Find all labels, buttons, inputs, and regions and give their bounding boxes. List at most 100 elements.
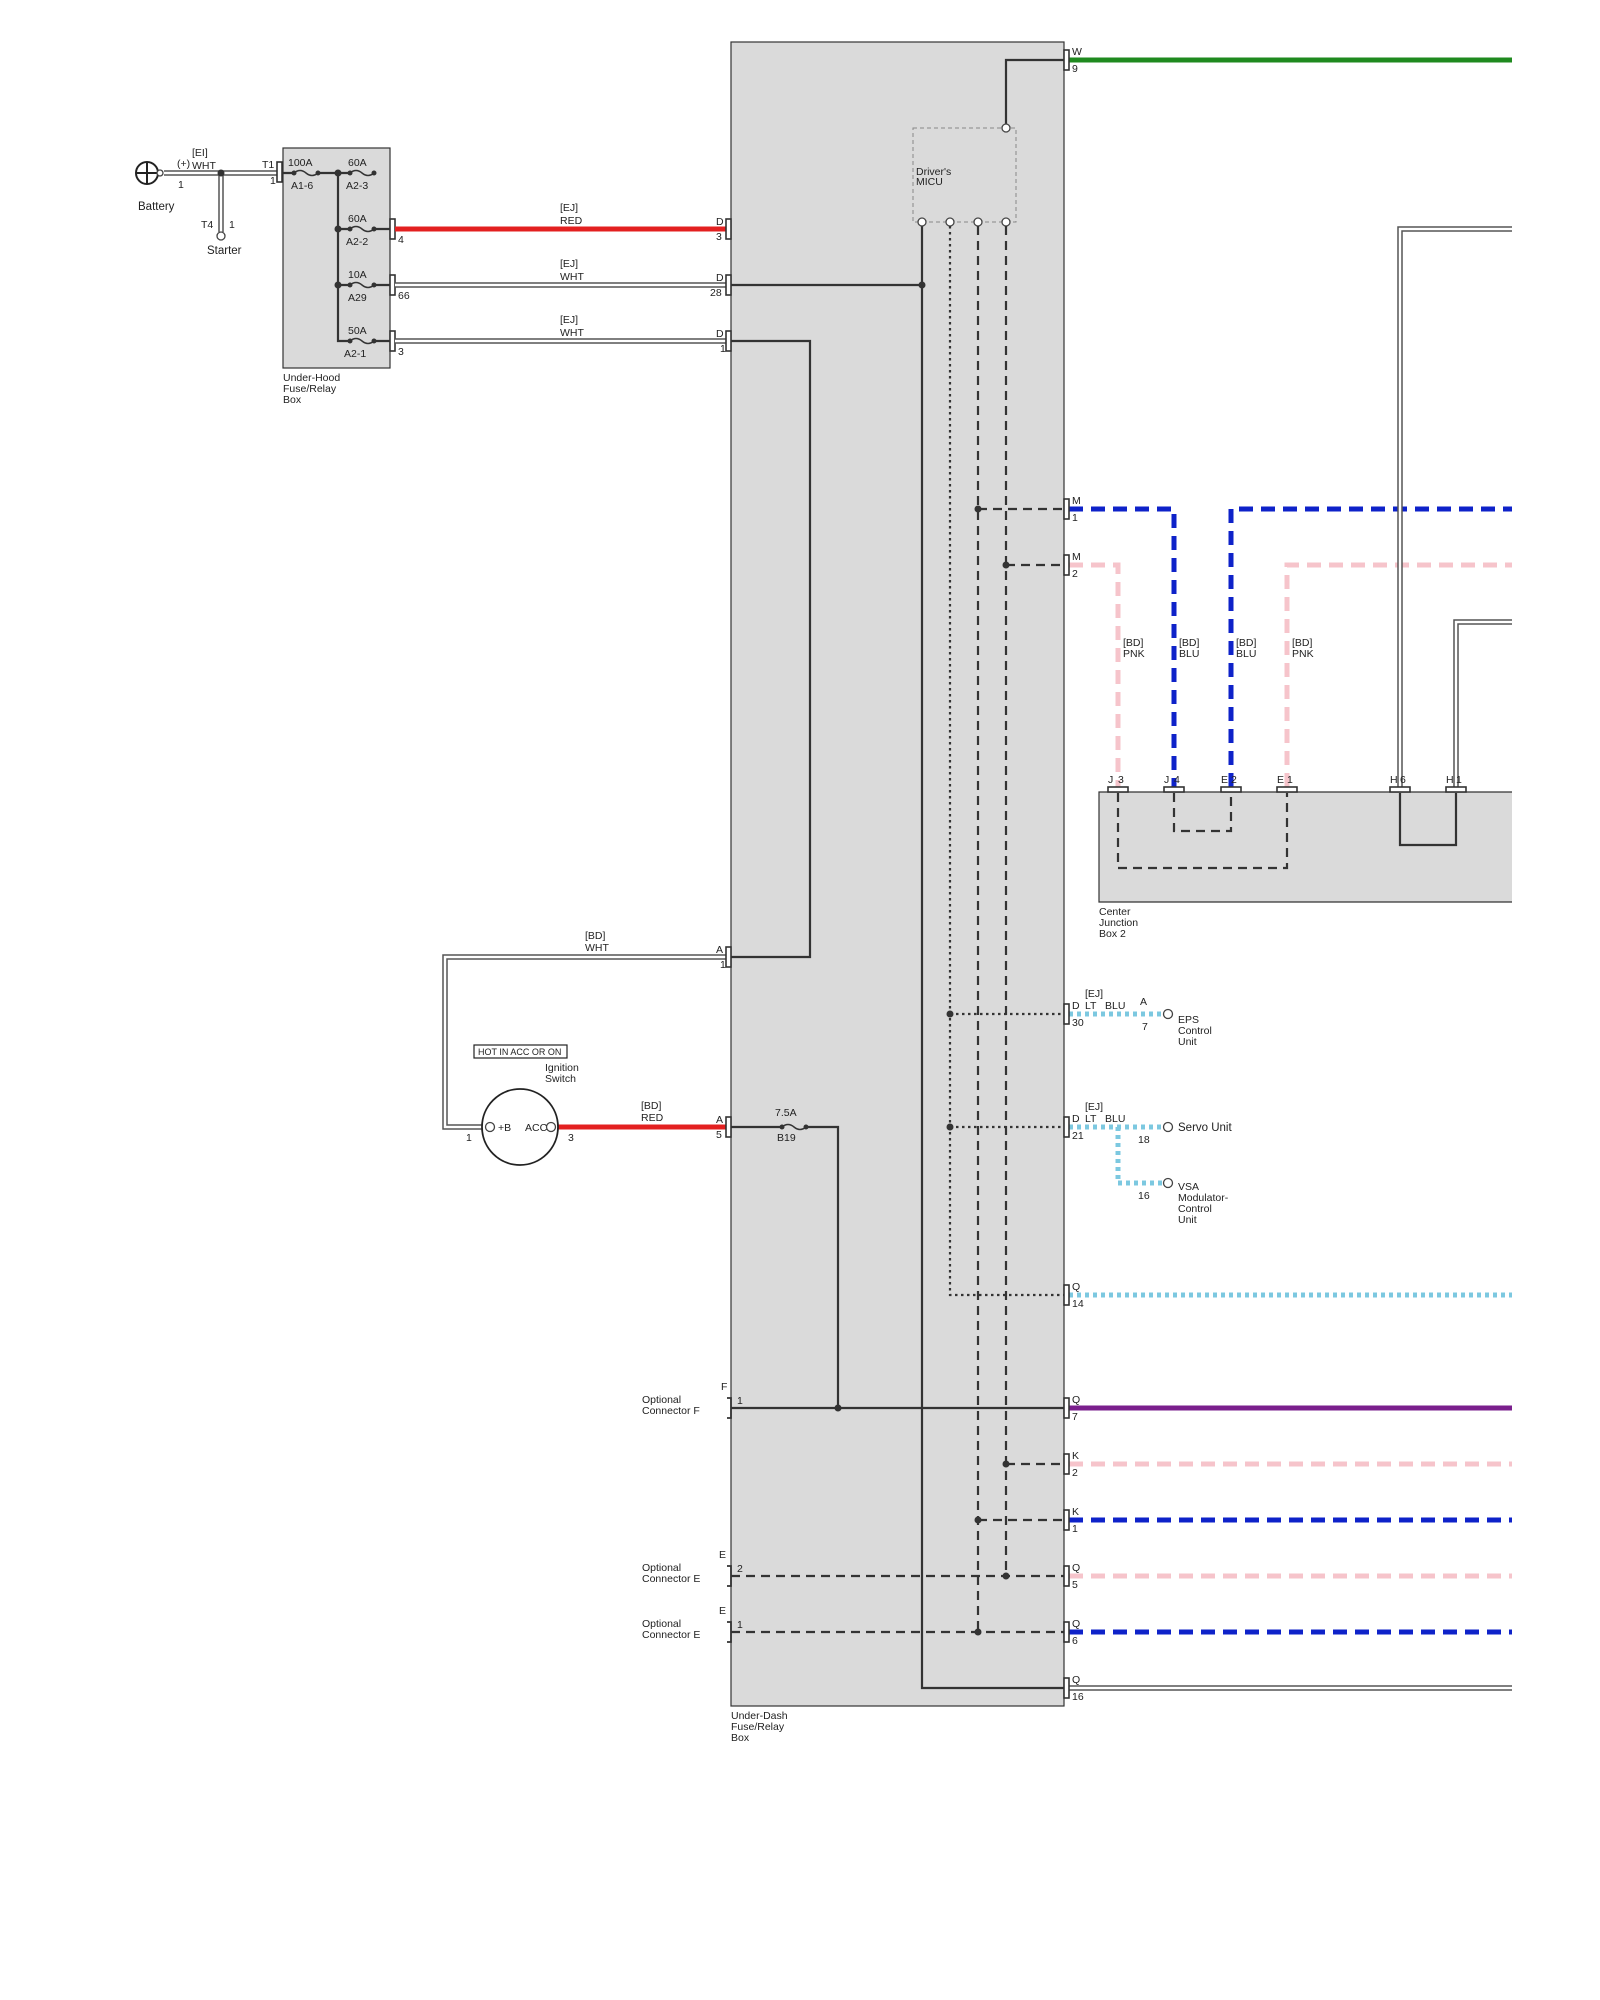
cjb-w2-color: BLU [1236, 648, 1256, 660]
udb-r2-pin: 2 [1072, 568, 1078, 580]
eps-terminal [1162, 1008, 1174, 1020]
udb-r10-conn: Q [1072, 1618, 1080, 1630]
udb-right-connectors [1063, 49, 1070, 1699]
wire-color-wht-28: WHT [560, 271, 584, 283]
ignition-pin-acc: 3 [568, 1132, 574, 1144]
fuse-a1-6-icon [291, 169, 321, 177]
cjb-p4-pin: 6 [1400, 774, 1406, 786]
fuse-amp-a29: 10A [348, 269, 367, 281]
wire-white-a1 [443, 955, 726, 1129]
udb-r7-pin: 2 [1072, 1467, 1078, 1479]
fuse-amp-a1-6: 100A [288, 157, 313, 169]
cjb-w3-color: PNK [1292, 648, 1314, 660]
udb-d1-pin: 1 [720, 343, 726, 355]
opt-f-title-1: Optional [642, 1394, 681, 1406]
uhb-pin-66-connector [389, 274, 396, 296]
udb-r5-conn: Q [1072, 1281, 1080, 1293]
wire-white-h1 [1454, 620, 1512, 787]
starter-terminal [216, 231, 226, 241]
cjb-p2-conn: E [1221, 774, 1228, 786]
udb-r0-conn: W [1072, 46, 1082, 58]
eps-conn: A [1140, 996, 1147, 1008]
battery-wire-color: WHT [192, 160, 216, 172]
udb-d3-connector [725, 218, 732, 240]
servo-label: Servo Unit [1178, 1122, 1232, 1134]
wire-pink-m2 [1069, 562, 1121, 787]
uhb-out-pin-66: 66 [398, 290, 410, 302]
udb-r2-conn: M [1072, 551, 1081, 563]
servo-wire-code: [EJ] [1085, 1101, 1103, 1113]
fuse-a2-2-icon [347, 225, 377, 233]
opt-f-conn: F [721, 1381, 727, 1393]
fuse-id-a1-6: A1-6 [291, 180, 313, 192]
hot-in-badge [473, 1044, 568, 1059]
wire-pink-e1 [1284, 562, 1512, 787]
uhb-out-pin-4: 4 [398, 234, 404, 246]
udb-r6-conn: Q [1072, 1394, 1080, 1406]
udb-r1-pin: 1 [1072, 512, 1078, 524]
drivers-micu [912, 127, 1017, 223]
cjb-p0-pin: 3 [1118, 774, 1124, 786]
vsa-title-3: Control [1178, 1203, 1212, 1215]
ignition-switch-icon [481, 1088, 559, 1166]
fuse-id-b19: B19 [777, 1132, 796, 1144]
udb-r7-conn: K [1072, 1450, 1079, 1462]
battery-plus: (+) [177, 158, 190, 170]
cjb-title-1: Center [1099, 906, 1131, 918]
uhb-title-2: Fuse/Relay [283, 383, 337, 395]
fuse-amp-a2-3: 60A [348, 157, 367, 169]
udb-d1-connector [725, 330, 732, 352]
cjb-title-2: Junction [1099, 917, 1138, 929]
udb-r1-conn: M [1072, 495, 1081, 507]
uhb-title-1: Under-Hood [283, 372, 340, 384]
cjb-p3-pin: 1 [1287, 774, 1293, 786]
cjb-p3-conn: E [1277, 774, 1284, 786]
cjb-connectors [1107, 786, 1467, 793]
udb-d3-pin: 3 [716, 231, 722, 243]
cjb-w3-code: [BD] [1292, 637, 1313, 649]
udb-d28-conn: D [716, 272, 724, 284]
cjb-w1-code: [BD] [1179, 637, 1200, 649]
vsa-pin: 16 [1138, 1190, 1150, 1202]
eps-title-1: EPS [1178, 1014, 1199, 1026]
wire-code-wht-1: [EJ] [560, 314, 578, 326]
uhb-pin-4-connector [389, 218, 396, 240]
ignition-title-2: Switch [545, 1073, 576, 1085]
fuse-b19-icon [779, 1123, 809, 1131]
vsa-title-2: Modulator- [1178, 1192, 1229, 1204]
eps-pin: 7 [1142, 1021, 1148, 1033]
battery-symbol [135, 161, 164, 185]
center-junction-box-2 [1098, 791, 1512, 903]
t1-connector [276, 161, 283, 183]
starter-label: Starter [207, 245, 242, 257]
cjb-w1-color: BLU [1179, 648, 1199, 660]
udb-r6-pin: 7 [1072, 1411, 1078, 1423]
opt-f-title-2: Connector F [642, 1405, 700, 1417]
vsa-title-1: VSA [1178, 1181, 1199, 1193]
cjb-internal-wiring [1116, 793, 1458, 870]
fuse-id-a2-3: A2-3 [346, 180, 368, 192]
wire-blue-e2 [1228, 506, 1512, 787]
servo-terminal [1162, 1121, 1174, 1133]
udb-r8-conn: K [1072, 1506, 1079, 1518]
wire-color-red: RED [560, 215, 583, 227]
udb-a5-pin: 5 [716, 1129, 722, 1141]
udb-d3-conn: D [716, 216, 724, 228]
udb-r5-pin: 14 [1072, 1298, 1084, 1310]
opt-e1-pin: 1 [737, 1619, 743, 1631]
eps-wire-color-a: LT [1085, 1000, 1097, 1012]
cjb-w0-code: [BD] [1123, 637, 1144, 649]
cjb-p2-pin: 2 [1231, 774, 1237, 786]
ignition-acc-terminal [545, 1121, 557, 1133]
wire-code-wht-28: [EJ] [560, 258, 578, 270]
udb-r11-conn: Q [1072, 1674, 1080, 1686]
wire-code-red: [EJ] [560, 202, 578, 214]
under-hood-fuse-box [282, 147, 391, 369]
udb-internal-wiring [731, 58, 1064, 1690]
wire-a1-code: [BD] [585, 930, 606, 942]
cjb-title-3: Box 2 [1099, 928, 1126, 940]
opt-e2-title-2: Connector E [642, 1573, 700, 1585]
cjb-p1-conn: J [1164, 774, 1169, 786]
udb-r9-pin: 5 [1072, 1579, 1078, 1591]
